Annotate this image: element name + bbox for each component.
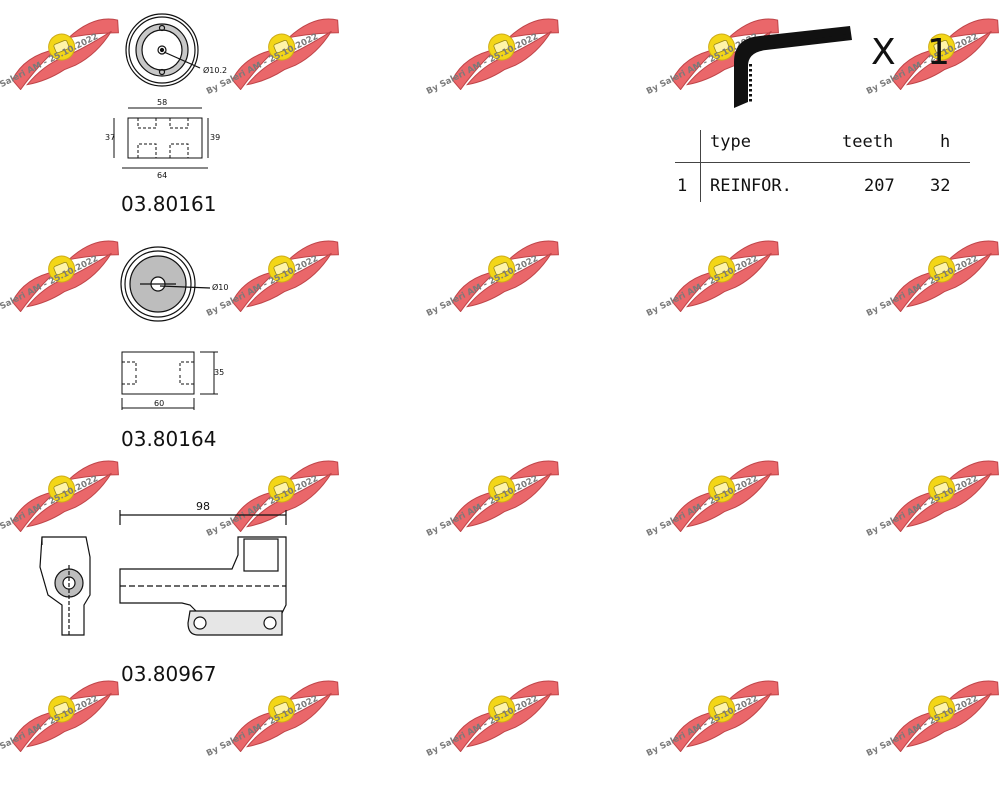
watermark-text: By Saleri AM - 25.10.2022 [645, 693, 760, 759]
watermark-logo: By Saleri AM - 25.10.2022 [205, 672, 355, 792]
row-teeth: 207 [864, 176, 895, 196]
tensioner-drawing-03-80967: 98 [39, 500, 287, 636]
column-header-h: h [940, 132, 951, 152]
watermark-text: By Saleri AM - 25.10.2022 [865, 693, 980, 759]
watermark-logo: By Saleri AM - 25.10.2022 [425, 232, 575, 352]
belt-tooth [749, 79, 752, 82]
belt-tooth [749, 64, 752, 67]
belt-tooth [822, 37, 826, 42]
dim-right: 35 [214, 368, 224, 377]
watermark-logo: By Saleri AM - 25.10.2022 [865, 672, 999, 792]
belt-quantity: X 1 [871, 32, 961, 73]
wings-logo-icon [671, 460, 779, 533]
row-type: REINFOR. [710, 176, 792, 196]
pulley-drawing-03-80164: Ø10 35 60 [120, 246, 228, 410]
belt-tooth [829, 36, 833, 41]
watermark-logo: By Saleri AM - 25.10.2022 [425, 10, 575, 130]
watermark-logo: By Saleri AM - 25.10.2022 [0, 672, 135, 792]
wings-logo-icon [891, 460, 999, 533]
belt-tooth [780, 43, 784, 48]
watermark-logo: By Saleri AM - 25.10.2022 [865, 232, 999, 352]
belt-spec-table: type teeth h 1 REINFOR. 207 32 [675, 130, 970, 202]
pulley-front-view [125, 13, 201, 87]
belt-tooth [766, 45, 770, 49]
belt-teeth [749, 34, 847, 102]
belt-tooth [749, 94, 752, 97]
tensioner-side-view [119, 510, 287, 636]
dim-right: 39 [210, 133, 220, 142]
watermark-text: By Saleri AM - 25.10.2022 [205, 693, 320, 759]
wings-logo-icon [451, 18, 559, 91]
part-number-03-80164: 03.80164 [121, 427, 217, 451]
watermark-text: By Saleri AM - 25.10.2022 [645, 253, 760, 319]
part-number-03-80161: 03.80161 [121, 192, 217, 216]
tensioner-front-view [39, 536, 91, 636]
belt-tooth [836, 35, 840, 40]
wings-logo-icon [451, 680, 559, 753]
wings-logo-icon [891, 680, 999, 753]
wings-logo-icon [451, 240, 559, 313]
belt-tooth [749, 99, 752, 102]
pulley-drawing-03-80161: Ø10.2 58 37 39 64 [105, 13, 227, 180]
belt-tooth [801, 40, 805, 45]
row-index: 1 [677, 176, 688, 196]
wings-logo-icon [231, 680, 339, 753]
pulley-side-view [121, 351, 218, 410]
belt-tooth [749, 84, 752, 87]
watermark-logo: By Saleri AM - 25.10.2022 [865, 452, 999, 572]
watermark-text: By Saleri AM - 25.10.2022 [865, 473, 980, 539]
timing-belt-image [734, 26, 852, 108]
dim-top: 98 [196, 500, 210, 513]
column-header-teeth: teeth [842, 132, 894, 152]
watermark-logo: By Saleri AM - 25.10.2022 [425, 672, 575, 792]
dim-left: 37 [105, 133, 115, 142]
table-divider-horizontal [675, 162, 970, 163]
watermark-text: By Saleri AM - 25.10.2022 [865, 253, 980, 319]
watermark-text: By Saleri AM - 25.10.2022 [425, 253, 540, 319]
wings-logo-icon [451, 460, 559, 533]
watermark-logo: By Saleri AM - 25.10.2022 [645, 452, 795, 572]
dim-bottom: 60 [154, 399, 164, 408]
belt-tooth [787, 42, 791, 47]
row-h: 32 [930, 176, 951, 196]
watermark-text: By Saleri AM - 25.10.2022 [425, 473, 540, 539]
wings-logo-icon [671, 680, 779, 753]
watermark-text: By Saleri AM - 25.10.2022 [425, 31, 540, 97]
wings-logo-icon [891, 240, 999, 313]
table-divider-vertical [700, 130, 701, 202]
watermark-text: By Saleri AM - 25.10.2022 [645, 473, 760, 539]
part-number-03-80967: 03.80967 [121, 662, 217, 686]
dim-top: 58 [157, 98, 167, 107]
belt-tooth [808, 39, 812, 44]
belt-tooth [773, 44, 777, 49]
watermark-logo: By Saleri AM - 25.10.2022 [645, 672, 795, 792]
column-header-type: type [710, 132, 751, 152]
diameter-label: Ø10.2 [203, 65, 227, 75]
belt-tooth [749, 74, 752, 77]
pulley-side-view [113, 107, 209, 169]
belt-tooth [749, 69, 752, 72]
belt-tooth [815, 38, 819, 43]
belt-tooth [843, 34, 847, 39]
wings-logo-icon [671, 240, 779, 313]
pulley-front-view [120, 246, 211, 322]
watermark-text: By Saleri AM - 25.10.2022 [425, 693, 540, 759]
belt-tooth [794, 41, 798, 46]
watermark-logo: By Saleri AM - 25.10.2022 [425, 452, 575, 572]
dim-bottom: 64 [157, 171, 167, 180]
belt-tooth [749, 89, 752, 92]
watermark-logo: By Saleri AM - 25.10.2022 [645, 232, 795, 352]
wings-logo-icon [11, 680, 119, 753]
diameter-label: Ø10 [212, 282, 228, 292]
